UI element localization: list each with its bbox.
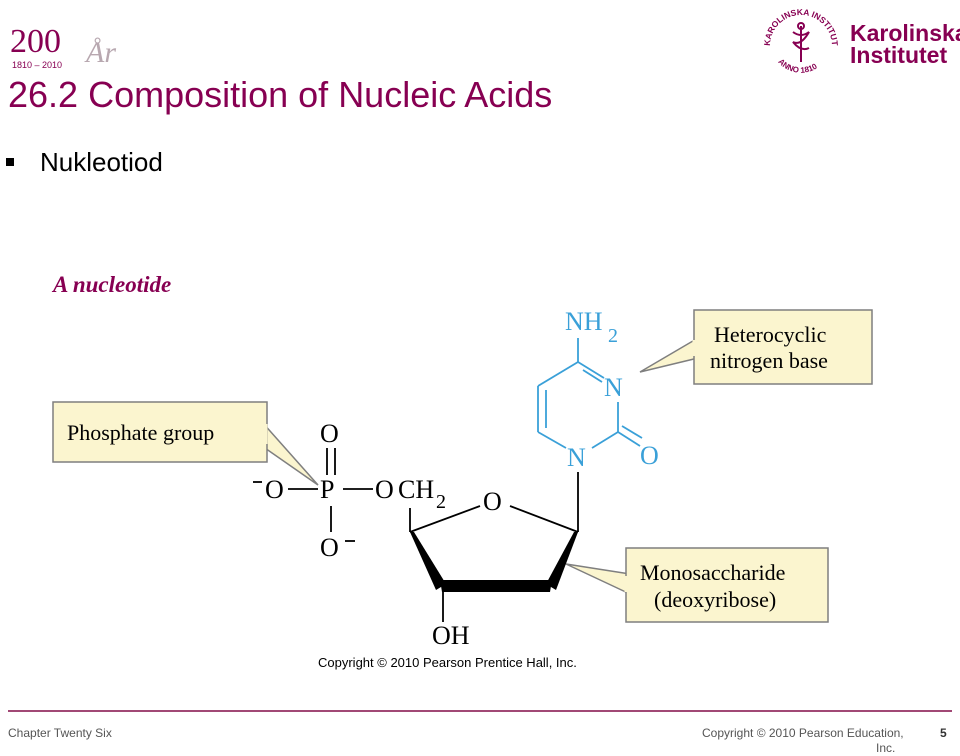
phosphate-structure: O O P O CH 2 O — [253, 419, 446, 562]
page-number: 5 — [940, 726, 947, 740]
callout-base-line2: nitrogen base — [710, 348, 828, 373]
atom-o-link: O — [375, 475, 394, 504]
footer-divider — [8, 710, 952, 712]
nitrogen-base-ring: NH 2 N N O — [537, 307, 659, 472]
atom-p: P — [320, 475, 334, 504]
atom-ch2: CH — [398, 475, 434, 504]
institute-line2: Institutet — [850, 42, 948, 68]
slide-title: 26.2 Composition of Nucleic Acids — [8, 74, 553, 115]
karolinska-seal-icon: KAROLINSKA INSTITUTET ANNO 1810 — [760, 2, 840, 75]
atom-o-carbonyl: O — [640, 441, 659, 470]
deoxyribose-ring: O OH — [409, 472, 579, 650]
callout-base-line1: Heterocyclic — [714, 322, 827, 347]
seal-emblem-icon — [792, 22, 810, 62]
logo-years-range: 1810 – 2010 — [12, 60, 62, 70]
atom-nh2-sub: 2 — [608, 325, 618, 347]
atom-o-top: O — [320, 419, 339, 448]
callout-sugar: Monosaccharide (deoxyribose) — [565, 547, 829, 623]
diagram-heading: A nucleotide — [51, 272, 171, 297]
atom-o-minus-left: O — [265, 475, 284, 504]
atom-oh: OH — [432, 621, 470, 650]
atom-n-upper: N — [604, 373, 623, 402]
institute-line1: Karolinska — [850, 20, 960, 46]
callout-sugar-line1: Monosaccharide — [640, 560, 785, 585]
anniversary-logo: 200 År 1810 – 2010 — [10, 23, 116, 70]
logo-year: 200 — [10, 23, 61, 60]
diagram-copyright: Copyright © 2010 Pearson Prentice Hall, … — [318, 655, 577, 670]
atom-o-ring: O — [483, 487, 502, 516]
institute-wordmark: Karolinska Institutet — [850, 20, 960, 68]
footer-copyright-line2: Inc. — [876, 741, 896, 755]
bullet-text: Nukleotiod — [40, 147, 163, 177]
footer-copyright-line1: Copyright © 2010 Pearson Education, — [702, 726, 904, 740]
atom-ch2-sub: 2 — [436, 491, 446, 513]
callout-base: Heterocyclic nitrogen base — [639, 309, 873, 385]
atom-o-bottom: O — [320, 533, 339, 562]
callout-phosphate: Phosphate group — [52, 401, 319, 486]
callout-phosphate-label: Phosphate group — [67, 420, 214, 445]
atom-n-lower: N — [567, 443, 586, 472]
atom-nh2: NH — [565, 307, 603, 336]
callout-sugar-line2: (deoxyribose) — [654, 587, 776, 612]
bullet-square-icon — [6, 158, 14, 166]
nucleotide-diagram: A nucleotide Phosphate group Heterocycli… — [51, 272, 873, 670]
logo-script: År — [84, 36, 116, 69]
footer-chapter: Chapter Twenty Six — [8, 726, 112, 740]
